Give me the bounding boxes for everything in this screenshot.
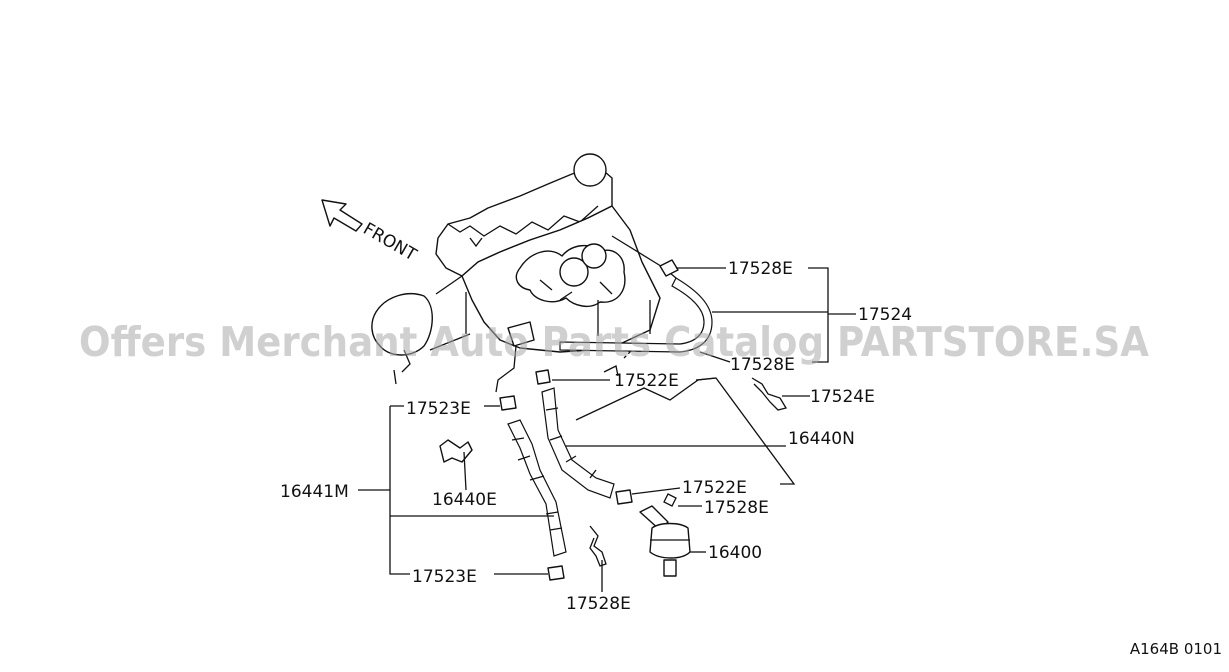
part-17524: 17524 xyxy=(858,305,912,325)
wire-clip-17528e-bottom xyxy=(589,525,607,567)
engine-illustration xyxy=(371,153,713,393)
part-16441m: 16441M xyxy=(280,482,349,502)
part-17524e: 17524E xyxy=(810,387,875,407)
part-17522e-bottom: 17522E xyxy=(682,478,747,498)
part-17528e-top: 17528E xyxy=(728,259,793,279)
hose-clamps xyxy=(499,259,679,581)
hose-16440n xyxy=(541,387,615,499)
front-arrow-icon xyxy=(321,199,363,232)
part-16440e: 16440E xyxy=(432,490,497,510)
wire-clip-17528e-right xyxy=(663,493,677,507)
part-17522e-top: 17522E xyxy=(614,371,679,391)
wire-clip-17524e xyxy=(751,377,788,411)
part-17528e-bottom: 17528E xyxy=(566,594,631,614)
hose-16441m xyxy=(507,419,567,557)
front-label: FRONT xyxy=(360,219,421,266)
part-16400: 16400 xyxy=(708,543,762,563)
part-17523e-bottom: 17523E xyxy=(412,567,477,587)
connector-16440e xyxy=(439,439,473,463)
part-17528e-mid: 17528E xyxy=(730,355,795,375)
figure-code: A164B 0101 xyxy=(1130,640,1222,658)
part-17528e-right: 17528E xyxy=(704,498,769,518)
watermark: Offers Merchant Auto Parts Catalog PARTS… xyxy=(79,318,1149,366)
fuel-filter-16400 xyxy=(639,505,691,577)
leader-lines xyxy=(358,267,856,592)
part-16440n: 16440N xyxy=(788,429,855,449)
part-17523e-top: 17523E xyxy=(406,399,471,419)
